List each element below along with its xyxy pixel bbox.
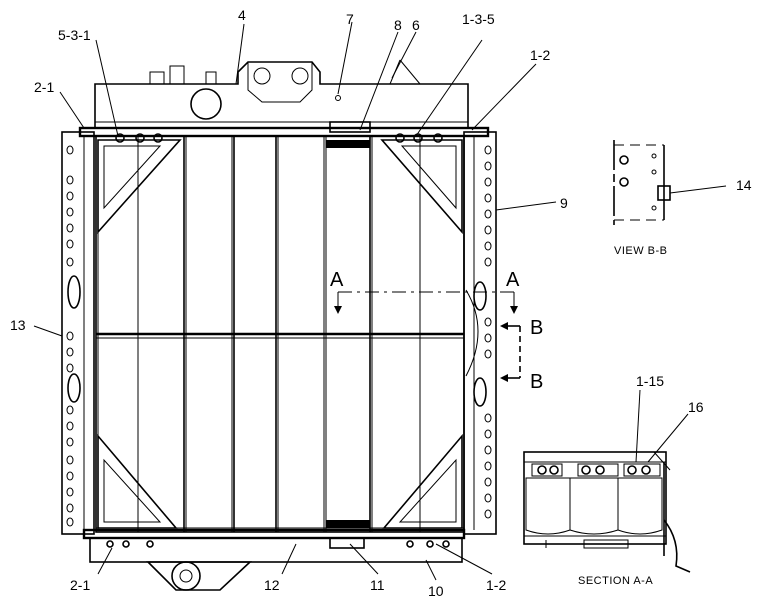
leader-lines: [33, 21, 689, 581]
callout-11: 11: [370, 577, 385, 593]
left-side-panel: [61, 131, 99, 535]
section-lines: [334, 291, 521, 382]
callout-6: 6: [412, 17, 420, 33]
callout-2-1-top: 2-1: [34, 79, 54, 95]
radiator-core: [95, 135, 465, 533]
top-bolts: [115, 133, 443, 143]
callout-labels: 5-3-1 4 7 8 6 1-3-5 1-2 2-1 9 14 13 1-15…: [10, 7, 752, 599]
callout-12: 12: [264, 577, 280, 593]
section-markers: A A B B: [330, 269, 543, 393]
section-marker-b-top: B: [530, 317, 543, 339]
callout-1-15: 1-15: [636, 373, 664, 389]
section-a-a-inset: [523, 451, 691, 573]
section-marker-a-left: A: [330, 269, 344, 291]
section-a-a-caption: SECTION A-A: [578, 575, 653, 587]
callout-16: 16: [688, 399, 704, 415]
callout-7: 7: [346, 11, 354, 27]
view-b-b-caption: VIEW B-B: [614, 245, 668, 257]
callout-8: 8: [394, 17, 402, 33]
callout-1-2-bottom: 1-2: [486, 577, 506, 593]
callout-5-3-1: 5-3-1: [58, 27, 91, 43]
callout-10: 10: [428, 583, 444, 599]
callout-4: 4: [238, 7, 246, 23]
callout-9: 9: [560, 195, 568, 211]
callout-2-1-bottom: 2-1: [70, 577, 90, 593]
section-marker-b-bottom: B: [530, 371, 543, 393]
bottom-tank: [82, 528, 466, 591]
corner-braces: [97, 139, 463, 529]
callout-14: 14: [736, 177, 752, 193]
section-marker-a-right: A: [506, 269, 520, 291]
right-side-panel: [463, 131, 497, 535]
callout-13: 13: [10, 317, 26, 333]
top-tank: [78, 59, 490, 138]
callout-1-2-top: 1-2: [530, 47, 550, 63]
view-b-b-inset: [613, 140, 727, 225]
callout-1-3-5: 1-3-5: [462, 11, 495, 27]
